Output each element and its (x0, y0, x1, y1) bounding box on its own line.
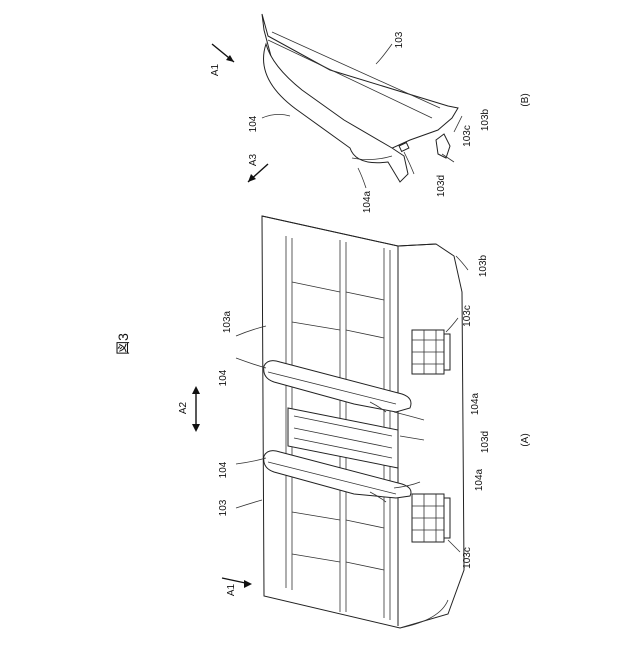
label-104-bot: 104 (218, 461, 229, 478)
label-104-top: 104 (218, 369, 229, 386)
panel-a-drawing (236, 216, 468, 628)
label-104a-b: 104a (362, 190, 373, 213)
label-103c-top: 103c (462, 305, 473, 327)
label-103c-b: 103c (462, 125, 473, 147)
label-a3: A3 (248, 153, 259, 166)
label-103-left: 103 (218, 499, 229, 516)
label-103a: 103a (222, 310, 233, 333)
label-a2: A2 (178, 401, 189, 414)
label-103c-bot: 103c (462, 547, 473, 569)
label-103b-b: 103b (480, 108, 491, 131)
hinge-103c-upper (412, 330, 450, 374)
figure-title: 図3 (115, 333, 131, 355)
hinge-103c-lower (412, 494, 450, 542)
label-103b-a: 103b (478, 254, 489, 277)
panel-b-drawing (262, 14, 462, 188)
label-a1-bottom: A1 (226, 583, 237, 596)
panel-a-label: (A) (520, 433, 531, 446)
label-103d-b: 103d (436, 175, 447, 197)
label-104a-top: 104a (470, 392, 481, 415)
label-103d-a: 103d (480, 431, 491, 453)
label-103-b: 103 (394, 31, 405, 48)
label-104-b: 104 (248, 115, 259, 132)
panel-b-label: (B) (520, 93, 531, 106)
arrow-a2 (192, 386, 200, 432)
label-104a-bot: 104a (474, 468, 485, 491)
arrow-a1-top (212, 44, 234, 62)
label-a1-top: A1 (210, 63, 221, 76)
